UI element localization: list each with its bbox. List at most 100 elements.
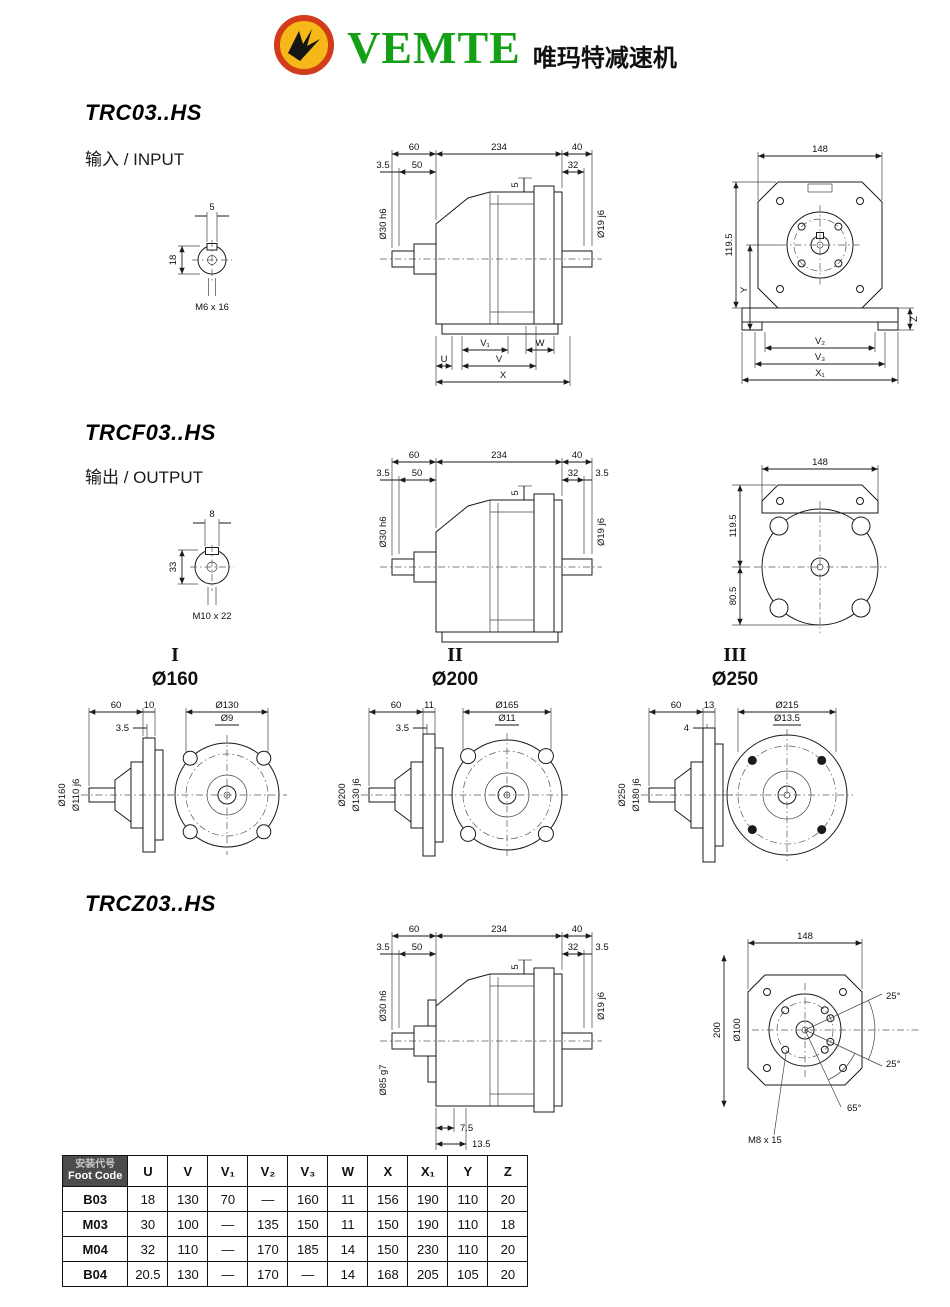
- output-shaft-diameter: Ø19 j6: [596, 992, 607, 1020]
- dim-bolt-circle: Ø215: [775, 700, 798, 711]
- section-title-trc: TRC03..HS: [85, 100, 202, 125]
- gearbox-body: [391, 493, 593, 643]
- dim-cell: 110: [167, 1236, 209, 1263]
- dim-cell: 190: [407, 1186, 449, 1213]
- flange-front: [754, 484, 886, 633]
- dim-cell: —: [207, 1261, 249, 1288]
- dim-cell: 18: [487, 1211, 529, 1238]
- dim-cell: 110: [447, 1186, 489, 1213]
- dim-cell: 14: [327, 1261, 369, 1288]
- vemte-logo-icon: [273, 14, 335, 81]
- table-corner-en: Foot Code: [68, 1170, 123, 1182]
- col-header-x: X: [367, 1154, 409, 1188]
- extension-lines: [747, 939, 863, 989]
- dim-width: 148: [812, 457, 828, 468]
- brand-chinese-name: 唯玛特减速机: [532, 45, 677, 72]
- thread-callout: M6 x 16: [195, 302, 229, 313]
- dim-cell: 170: [247, 1236, 289, 1263]
- brand-header: VEMTE 唯玛特减速机: [0, 14, 950, 81]
- flange-1-numeral: I: [171, 644, 179, 666]
- dim-thickness: 10: [144, 700, 155, 711]
- dim-cell: —: [207, 1211, 249, 1238]
- thread-callout: M8 x 15: [748, 1135, 782, 1146]
- dim-v3: V₃: [815, 352, 825, 363]
- dim-key-height: 5: [510, 964, 521, 969]
- dim-housing-length: 234: [491, 450, 507, 461]
- dim-thickness: 11: [424, 700, 434, 711]
- dim-thickness: 13: [704, 700, 715, 711]
- dim-output-key: 32: [568, 160, 579, 171]
- dim-v2: V₂: [815, 336, 825, 347]
- col-header-v3: V₃: [287, 1154, 329, 1188]
- table-header-row: 安装代号 Foot Code U V V₁ V₂ V₃ W X X₁ Y Z: [61, 1154, 529, 1188]
- dim-cell: 185: [287, 1236, 329, 1263]
- dim-height-lower: 80.5: [728, 587, 739, 606]
- flange-2-drawing: 60 11 3.5 Ø200 Ø130 j6 Ø165 Ø11: [337, 700, 569, 857]
- angle-lines: [804, 993, 883, 1108]
- dim-cell: 20: [487, 1261, 529, 1288]
- dim-shaft-height: 18: [168, 255, 179, 266]
- dim-height: 119.5: [724, 233, 735, 256]
- dim-cell: 150: [287, 1211, 329, 1238]
- dim-cell: 70: [207, 1186, 249, 1213]
- extension-lines: [88, 708, 269, 786]
- dim-cell: 105: [447, 1261, 489, 1288]
- gearbox-body: [391, 185, 593, 335]
- flange-3-drawing: 60 13 4 Ø250 Ø180 j6 Ø215 Ø13.5: [617, 700, 853, 863]
- dim-cell: 32: [127, 1236, 169, 1263]
- extension-lines: [732, 152, 914, 384]
- thread-callout: M10 x 22: [192, 611, 231, 622]
- section-title-trcz: TRCZ03..HS: [85, 891, 216, 916]
- dim-step2: 13.5: [472, 1139, 491, 1150]
- section-title-trcf: TRCF03..HS: [85, 420, 216, 445]
- dim-output-length: 40: [572, 924, 583, 935]
- dim-input-offset: 3.5: [376, 942, 389, 953]
- dim-output-offset: 3.5: [595, 942, 608, 953]
- dim-cell: 20.5: [127, 1261, 169, 1288]
- dim-key-width: 5: [209, 202, 214, 213]
- dim-bolt-circle: Ø130: [215, 700, 238, 711]
- dim-key-width: 8: [209, 509, 214, 520]
- dimension-table: 安装代号 Foot Code U V V₁ V₂ V₃ W X X₁ Y Z B…: [61, 1154, 529, 1288]
- flange-face: [167, 735, 287, 855]
- flange-section: [361, 733, 453, 857]
- flange-outer-diameter: Ø160: [57, 783, 68, 806]
- dim-input-section: 60: [409, 450, 420, 461]
- dim-cell: 110: [447, 1236, 489, 1263]
- output-shaft-diameter: Ø19 j6: [596, 210, 607, 238]
- dim-length: 60: [111, 700, 122, 711]
- input-shaft-diameter: Ø30 h6: [378, 208, 389, 239]
- flange-face: [445, 733, 569, 857]
- output-shaft-end-view: 8 33 M10 x 22: [168, 509, 234, 622]
- dim-cell: 11: [327, 1211, 369, 1238]
- flange-outer-diameter: Ø200: [337, 783, 348, 806]
- dim-cell: 135: [247, 1211, 289, 1238]
- trcf-side-view: 60 234 40 3.5 50 32 3.5 5 Ø30 h6 Ø19 j6: [376, 450, 609, 643]
- trcf-front-view: 148 119.5 80.5: [728, 457, 886, 633]
- flange-2-size: Ø200: [431, 669, 479, 690]
- dim-cell: 150: [367, 1211, 409, 1238]
- flange-pilot-diameter: Ø130 j6: [351, 778, 362, 811]
- table-row: M03 30 100 — 135 150 11 150 190 110 18: [61, 1211, 529, 1238]
- dim-output-offset: 3.5: [595, 468, 608, 479]
- dim-cell: 30: [127, 1211, 169, 1238]
- dim-angle2: 25°: [886, 1059, 901, 1070]
- dim-cell: 130: [167, 1186, 209, 1213]
- dim-output-key: 32: [568, 468, 579, 479]
- dim-offset: 4: [684, 723, 689, 734]
- col-header-u: U: [127, 1154, 169, 1188]
- dim-cell: 11: [327, 1186, 369, 1213]
- trcz-front-view: 148 200 Ø100 25° 25° 65° M8 x 15: [712, 931, 920, 1146]
- flange-3-header: III Ø250: [615, 644, 855, 691]
- dim-output-length: 40: [572, 142, 583, 153]
- dim-output-key: 32: [568, 942, 579, 953]
- dim-x: X: [500, 370, 507, 381]
- col-header-w: W: [327, 1154, 369, 1188]
- input-subtitle: 输入 / INPUT: [85, 150, 185, 169]
- dim-key-height: 5: [510, 182, 521, 187]
- extension-lines: [178, 212, 218, 296]
- dim-hole: Ø11: [498, 713, 515, 724]
- trcz-side-view: 60 234 40 3.5 50 32 3.5 5 Ø30 h6 Ø19 j6 …: [376, 924, 609, 1150]
- dim-cell: 100: [167, 1211, 209, 1238]
- output-subtitle: 输出 / OUTPUT: [85, 468, 204, 487]
